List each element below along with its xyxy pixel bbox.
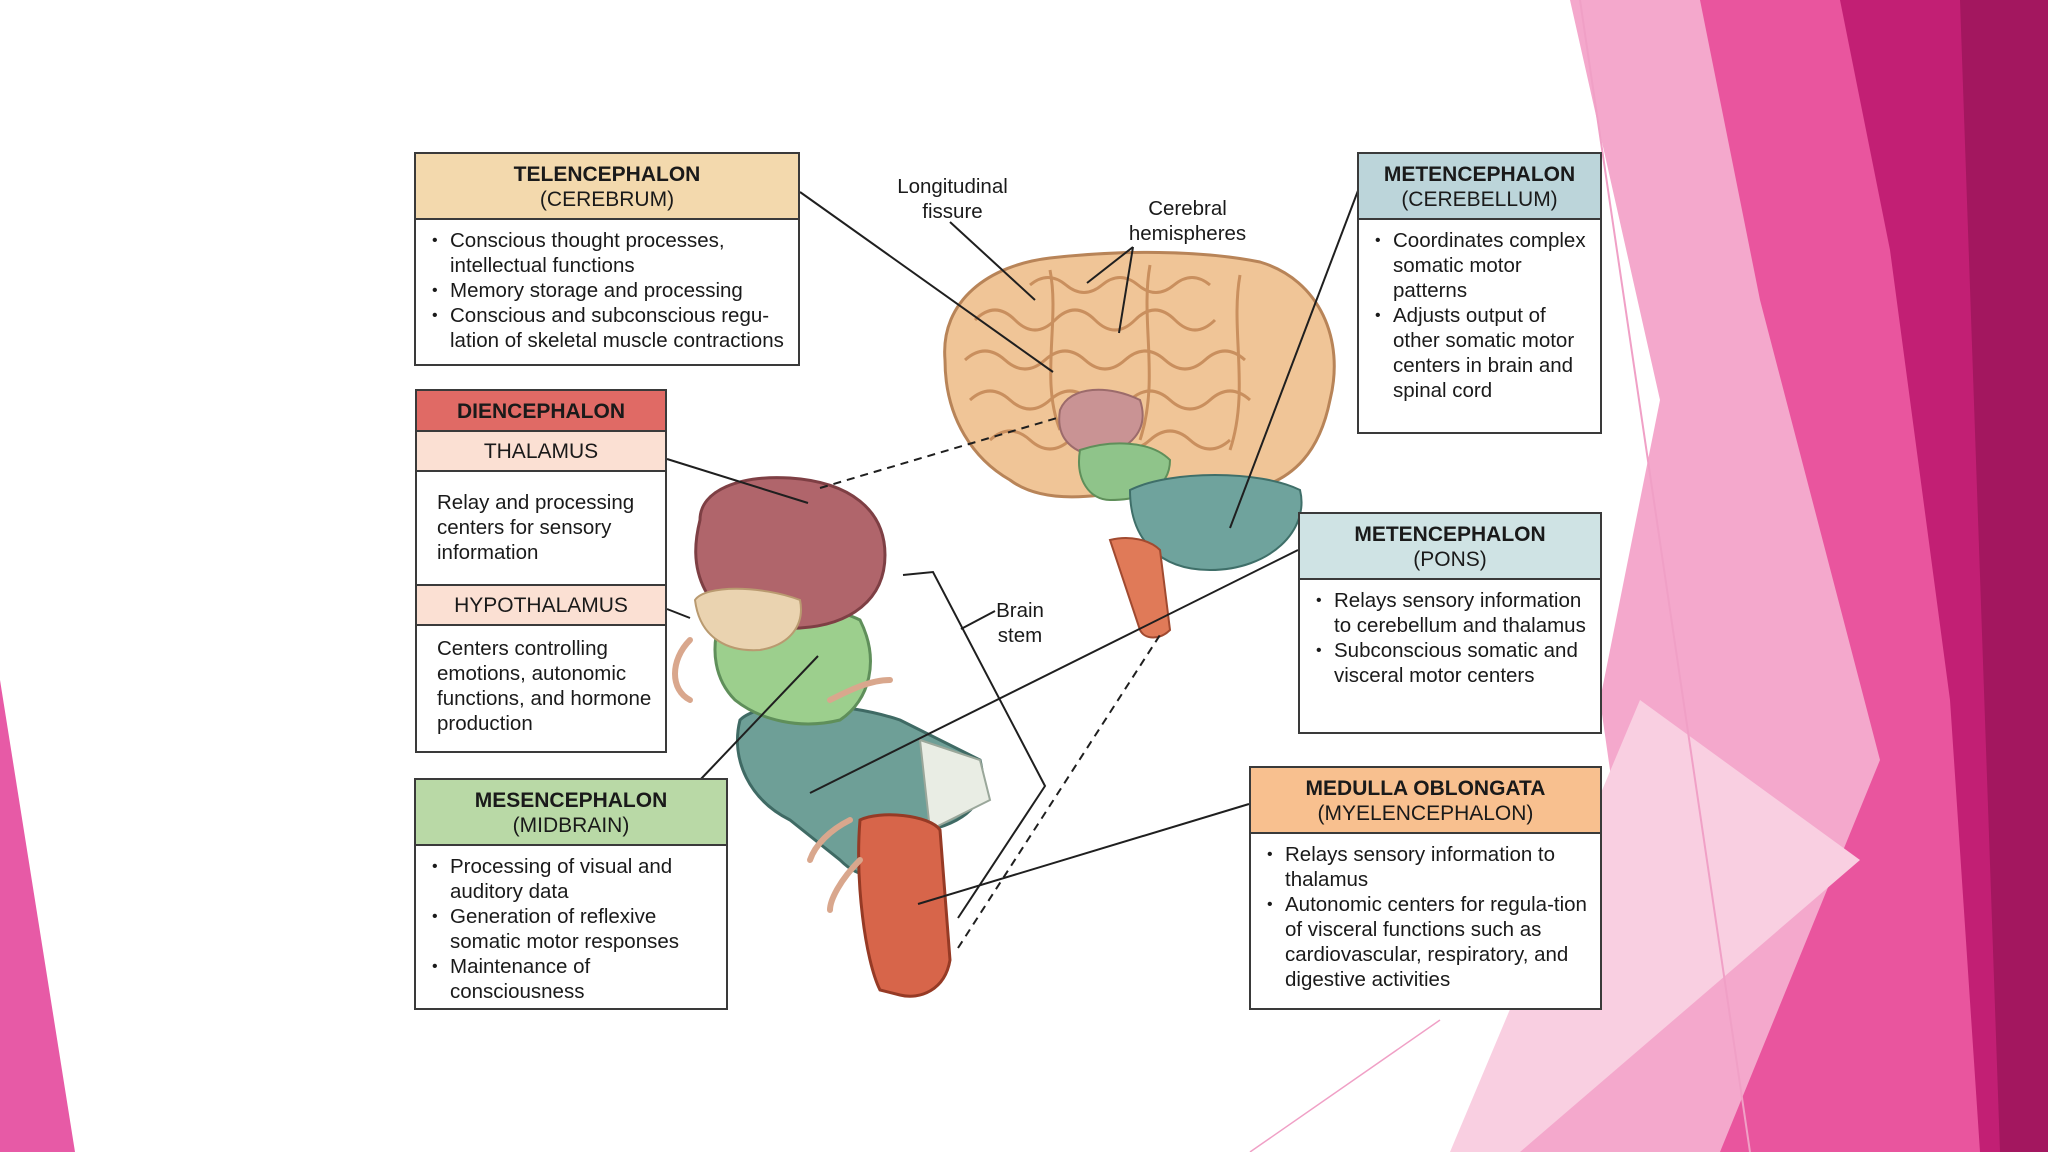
metencephalon-cerebellum-title: METENCEPHALON xyxy=(1383,163,1576,186)
list-item: Processing of visual and auditory data xyxy=(432,854,716,904)
metencephalon-pons-title: METENCEPHALON xyxy=(1354,523,1546,546)
list-item: Maintenance of consciousness xyxy=(432,954,716,1004)
list-item: Coordinates complex somatic motor patter… xyxy=(1375,228,1590,303)
list-item: Memory storage and processing xyxy=(432,278,788,303)
metencephalon-cerebellum-box: METENCEPHALON (CEREBELLUM) Coordinates c… xyxy=(1357,152,1602,434)
list-item: Relays sensory information to cerebellum… xyxy=(1316,588,1590,638)
diencephalon-box: DIENCEPHALON THALAMUS Relay and processi… xyxy=(415,389,667,753)
pons-cut-face xyxy=(918,738,992,832)
thalamus-description: Relay and processing centers for sensory… xyxy=(417,472,665,586)
metencephalon-cerebellum-header: METENCEPHALON (CEREBELLUM) xyxy=(1359,154,1600,220)
metencephalon-pons-list: Relays sensory information to cerebellum… xyxy=(1300,580,1600,696)
bg-thin-line xyxy=(1579,0,1751,1152)
metencephalon-cerebellum-subtitle: (CEREBELLUM) xyxy=(1401,188,1558,211)
mesencephalon-list: Processing of visual and auditory data G… xyxy=(416,846,726,1012)
mesencephalon-header: MESENCEPHALON (MIDBRAIN) xyxy=(416,780,726,846)
metencephalon-pons-header: METENCEPHALON (PONS) xyxy=(1300,514,1600,580)
right-pink-panel-deep xyxy=(1960,0,2048,1152)
list-item: Adjusts output of other somatic motor ce… xyxy=(1375,303,1590,403)
list-item: Subconscious somatic and visceral motor … xyxy=(1316,638,1590,688)
medulla-list: Relays sensory information to thalamus A… xyxy=(1251,834,1600,1000)
list-item: Relays sensory information to thalamus xyxy=(1267,842,1590,892)
telencephalon-subtitle: (CEREBRUM) xyxy=(539,188,675,211)
diencephalon-header: DIENCEPHALON xyxy=(417,391,665,432)
medulla-header: MEDULLA OBLONGATA (MYELENCEPHALON) xyxy=(1251,768,1600,834)
list-item: Conscious and subconscious regu-lation o… xyxy=(432,303,788,353)
hypothalamus-shape xyxy=(693,587,802,652)
list-item: Conscious thought processes, intellectua… xyxy=(432,228,788,278)
right-pink-shard-pale xyxy=(1450,700,1860,1152)
metencephalon-pons-subtitle: (PONS) xyxy=(1413,548,1487,571)
mesencephalon-box: MESENCEPHALON (MIDBRAIN) Processing of v… xyxy=(414,778,728,1010)
leader-lines xyxy=(666,187,1360,949)
diencephalon-title: DIENCEPHALON xyxy=(456,400,625,423)
telencephalon-list: Conscious thought processes, intellectua… xyxy=(416,220,798,361)
mesencephalon-title: MESENCEPHALON xyxy=(474,789,668,812)
metencephalon-pons-box: METENCEPHALON (PONS) Relays sensory info… xyxy=(1298,512,1602,734)
label-brain-stem: Brain stem xyxy=(996,599,1044,647)
metencephalon-cerebellum-list: Coordinates complex somatic motor patter… xyxy=(1359,220,1600,411)
medulla-box: MEDULLA OBLONGATA (MYELENCEPHALON) Relay… xyxy=(1249,766,1602,1010)
diencephalon-region xyxy=(1058,388,1144,457)
left-pink-shard xyxy=(0,680,75,1152)
brainstem-region xyxy=(1108,537,1172,639)
medulla-shape xyxy=(857,813,952,998)
telencephalon-box: TELENCEPHALON (CEREBRUM) Conscious thoug… xyxy=(414,152,800,366)
list-item: Autonomic centers for regula-tion of vis… xyxy=(1267,892,1590,992)
nerve-roots xyxy=(672,637,893,913)
medulla-subtitle: (MYELENCEPHALON) xyxy=(1317,802,1534,825)
medulla-title: MEDULLA OBLONGATA xyxy=(1305,777,1546,800)
bg-thin-line-2 xyxy=(1249,1019,1441,1152)
telencephalon-title: TELENCEPHALON xyxy=(513,163,701,186)
label-cerebral-hemispheres: Cerebral hemispheres xyxy=(1128,197,1247,245)
label-longitudinal-fissure: Longitudinal fissure xyxy=(897,175,1008,223)
hypothalamus-description: Centers controlling emotions, autonomic … xyxy=(437,637,652,735)
hypothalamus-header: HYPOTHALAMUS xyxy=(417,586,665,626)
thalamus-header: THALAMUS xyxy=(417,432,665,472)
dissected-brainstem xyxy=(672,476,992,998)
whole-brain xyxy=(943,250,1336,639)
telencephalon-header: TELENCEPHALON (CEREBRUM) xyxy=(416,154,798,220)
mesencephalon-subtitle: (MIDBRAIN) xyxy=(512,814,630,837)
list-item: Generation of reflexive somatic motor re… xyxy=(432,904,716,954)
